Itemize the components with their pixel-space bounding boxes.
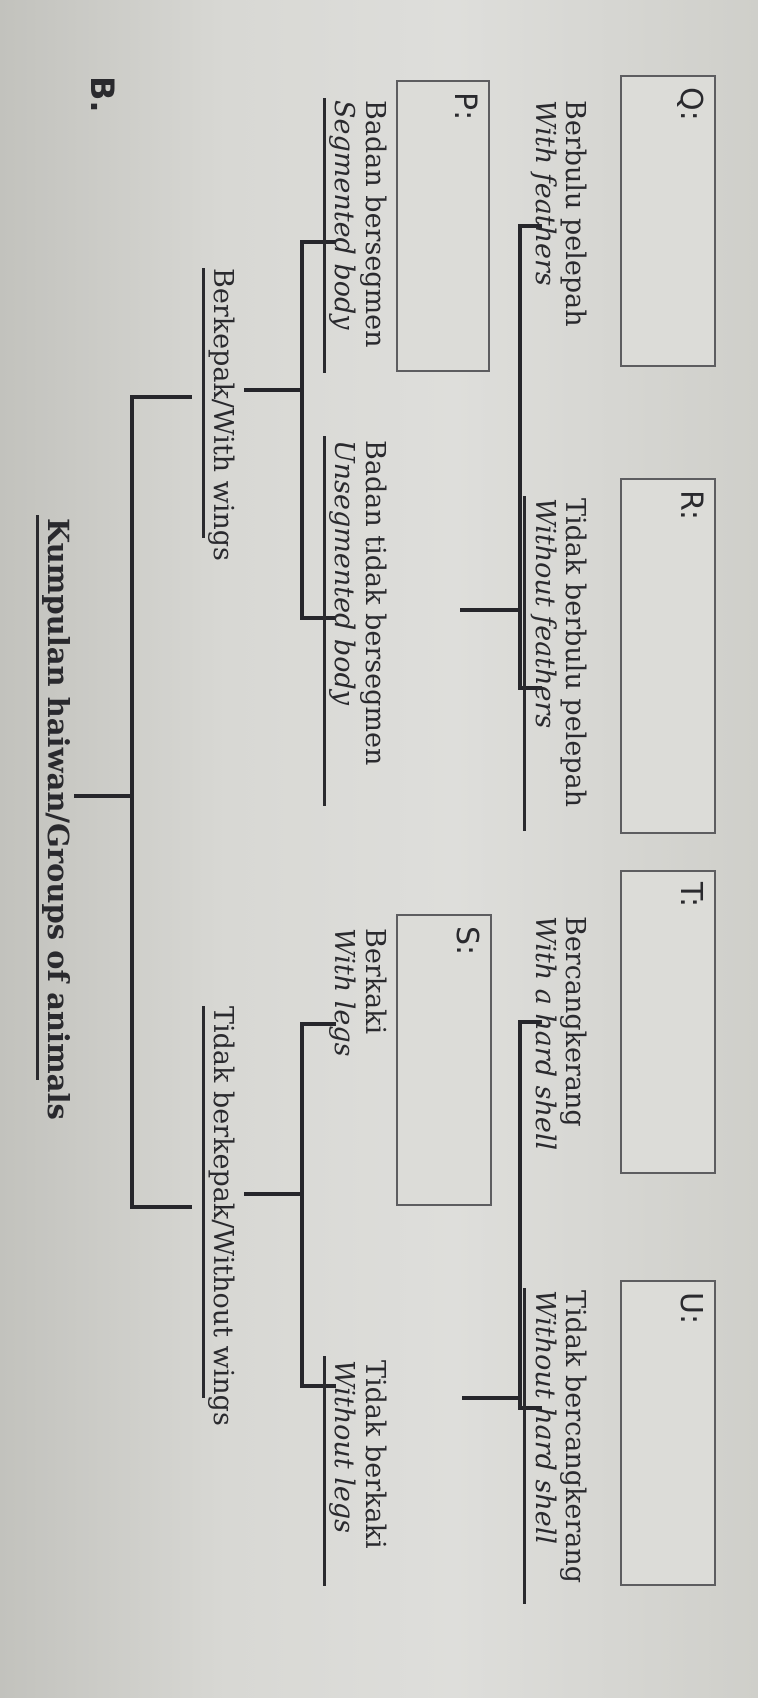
without-feathers-underline bbox=[523, 496, 526, 831]
with-feathers-label-ms: Berbulu pelepah bbox=[559, 100, 590, 327]
segmented-label-en: Segmented body bbox=[328, 100, 359, 330]
wings-stem bbox=[244, 388, 300, 392]
without-legs-label-en: Without legs bbox=[328, 1360, 359, 1533]
answer-box-s-label: S: bbox=[449, 926, 484, 956]
without-feathers-label-ms: Tidak berbulu pelepah bbox=[559, 498, 590, 808]
nowings-stem bbox=[244, 1192, 300, 1196]
answer-box-q-label: Q: bbox=[673, 87, 708, 121]
answer-box-t-label: T: bbox=[673, 882, 708, 908]
with-legs-label-ms: Berkaki bbox=[359, 928, 390, 1035]
level1-right-drop bbox=[130, 1205, 192, 1209]
unsegmented-stem bbox=[460, 608, 518, 612]
title-stem bbox=[74, 794, 130, 798]
diagram-title: Kumpulan haiwan/Groups of animals bbox=[41, 518, 75, 1120]
answer-box-q[interactable]: Q: bbox=[620, 75, 716, 367]
level1-bracket bbox=[130, 795, 134, 1209]
no-hard-shell-underline bbox=[523, 1288, 526, 1604]
answer-box-r[interactable]: R: bbox=[620, 478, 716, 834]
nowings-bracket bbox=[300, 1022, 304, 1388]
answer-box-p-label: P: bbox=[447, 92, 482, 121]
segmented-underline bbox=[323, 98, 326, 373]
no-hard-shell-label-ms: Tidak bercangkerang bbox=[559, 1290, 590, 1584]
no-hard-shell-label-en: Without hard shell bbox=[529, 1290, 560, 1544]
answer-box-r-label: R: bbox=[673, 490, 708, 521]
feathers-bracket bbox=[518, 224, 522, 690]
without-legs-underline bbox=[323, 1356, 326, 1586]
wings-bracket bbox=[300, 240, 304, 620]
with-wings-label: Berkepak/With wings bbox=[207, 268, 238, 561]
without-feathers-label-en: Without feathers bbox=[529, 498, 560, 729]
without-legs-stem bbox=[462, 1396, 518, 1400]
unsegmented-label-en: Unsegmented body bbox=[328, 440, 359, 706]
without-legs-label-ms: Tidak berkaki bbox=[359, 1360, 390, 1549]
hard-shell-label-en: With a hard shell bbox=[529, 916, 560, 1151]
segmented-label-ms: Badan bersegmen bbox=[359, 100, 390, 348]
hard-shell-label-ms: Bercangkerang bbox=[559, 916, 590, 1127]
unsegmented-underline bbox=[323, 436, 326, 806]
answer-box-u[interactable]: U: bbox=[620, 1280, 716, 1586]
without-wings-label: Tidak berkepak/Without wings bbox=[207, 1006, 238, 1426]
with-feathers-label-en: With feathers bbox=[529, 100, 560, 286]
level1-bracket bbox=[130, 395, 134, 799]
answer-box-t[interactable]: T: bbox=[620, 870, 716, 1174]
without-wings-underline bbox=[202, 1006, 205, 1398]
answer-box-u-label: U: bbox=[673, 1292, 708, 1325]
unsegmented-label-ms: Badan tidak bersegmen bbox=[359, 440, 390, 766]
title-underline bbox=[36, 515, 39, 1080]
with-wings-underline bbox=[202, 268, 205, 538]
answer-box-s[interactable]: S: bbox=[396, 914, 492, 1206]
section-label: B. bbox=[83, 76, 121, 113]
with-legs-label-en: With legs bbox=[328, 928, 359, 1057]
shell-bracket bbox=[518, 1020, 522, 1410]
level1-left-drop bbox=[130, 395, 192, 399]
answer-box-p[interactable]: P: bbox=[396, 80, 490, 372]
